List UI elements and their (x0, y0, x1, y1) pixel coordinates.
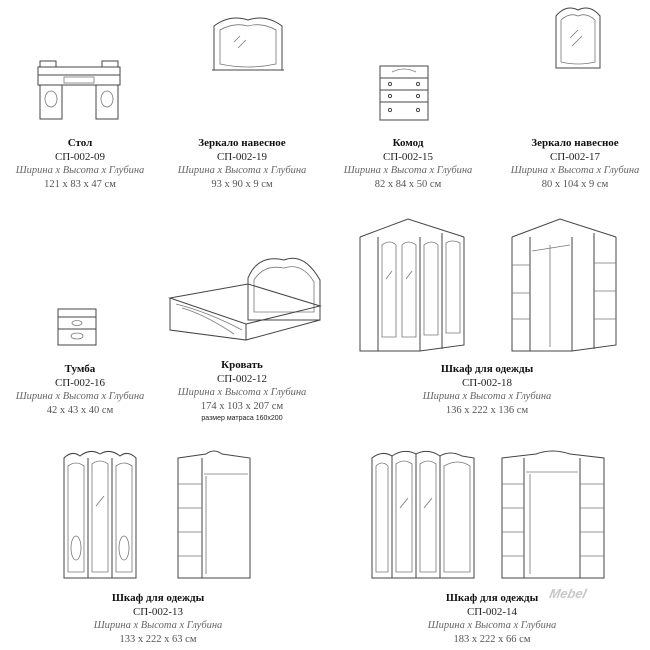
mirror-19-drawing (210, 12, 286, 74)
item-title: Шкаф для одежды (111, 592, 205, 604)
wardrobe-3-open-drawing (176, 448, 252, 580)
item-size: 42 х 43 х 40 см (46, 405, 114, 416)
item-dims-label: Ширина х Высота х Глубина (93, 620, 223, 631)
caption-table: Стол СП-002-09 Ширина х Высота х Глубина… (0, 136, 160, 192)
item-size: 121 х 83 х 47 см (44, 179, 116, 190)
caption-dresser: Комод СП-002-15 Ширина х Высота х Глубин… (328, 136, 488, 192)
item-dims-label: Ширина х Высота х Глубина (15, 165, 145, 176)
item-size: 93 х 90 х 9 см (211, 179, 273, 190)
item-size: 174 х 103 х 207 см (200, 401, 284, 412)
item-title: Кровать (221, 359, 263, 371)
bed-drawing (164, 250, 326, 342)
item-title: Тумба (64, 363, 96, 375)
item-dims-label: Ширина х Высота х Глубина (422, 391, 552, 402)
mirror-17-drawing (552, 2, 604, 72)
item-dims-label: Ширина х Высота х Глубина (343, 165, 473, 176)
item-size: 82 х 84 х 50 см (374, 179, 442, 190)
nightstand-drawing (56, 305, 98, 347)
item-code: СП-002-12 (216, 373, 268, 385)
table-drawing (36, 55, 122, 121)
item-title: Шкаф для одежды (445, 592, 539, 604)
item-size: 133 х 222 х 63 см (119, 634, 197, 645)
item-dims-label: Ширина х Высота х Глубина (427, 620, 557, 631)
caption-wardrobe-4: Шкаф для одежды СП-002-14 Ширина х Высот… (412, 591, 572, 647)
watermark-logo: Mebel (548, 586, 589, 601)
item-code: СП-002-14 (466, 606, 518, 618)
caption-mirror-17: Зеркало навесное СП-002-17 Ширина х Высо… (495, 136, 650, 192)
item-dims-label: Ширина х Высота х Глубина (177, 387, 307, 398)
item-size: 80 х 104 х 9 см (541, 179, 609, 190)
caption-bed: Кровать СП-002-12 Ширина х Высота х Глуб… (162, 358, 322, 424)
mattress-note: размер матраса 160х200 (201, 415, 283, 422)
caption-mirror-19: Зеркало навесное СП-002-19 Ширина х Высо… (162, 136, 322, 192)
item-code: СП-002-15 (382, 151, 434, 163)
wardrobe-4-open-drawing (500, 448, 606, 580)
item-code: СП-002-16 (54, 377, 106, 389)
caption-corner-wardrobe: Шкаф для одежды СП-002-18 Ширина х Высот… (402, 362, 572, 418)
item-title: Зеркало навесное (531, 137, 619, 149)
item-dims-label: Ширина х Высота х Глубина (177, 165, 307, 176)
dresser-drawing (378, 62, 430, 122)
item-code: СП-002-09 (54, 151, 106, 163)
item-size: 183 х 222 х 66 см (453, 634, 531, 645)
wardrobe-4-closed-drawing (370, 448, 476, 580)
item-code: СП-002-19 (216, 151, 268, 163)
item-code: СП-002-13 (132, 606, 184, 618)
item-dims-label: Ширина х Высота х Глубина (15, 391, 145, 402)
item-size: 136 х 222 х 136 см (445, 405, 529, 416)
item-title: Стол (67, 137, 93, 149)
caption-wardrobe-3: Шкаф для одежды СП-002-13 Ширина х Высот… (78, 591, 238, 647)
item-dims-label: Ширина х Высота х Глубина (510, 165, 640, 176)
corner-wardrobe-closed-drawing (356, 215, 468, 353)
item-title: Комод (392, 137, 424, 149)
item-title: Шкаф для одежды (440, 363, 534, 375)
item-code: СП-002-18 (461, 377, 513, 389)
wardrobe-3-closed-drawing (62, 448, 138, 580)
caption-nightstand: Тумба СП-002-16 Ширина х Высота х Глубин… (0, 362, 160, 418)
item-title: Зеркало навесное (198, 137, 286, 149)
corner-wardrobe-open-drawing (508, 215, 620, 353)
item-code: СП-002-17 (549, 151, 601, 163)
